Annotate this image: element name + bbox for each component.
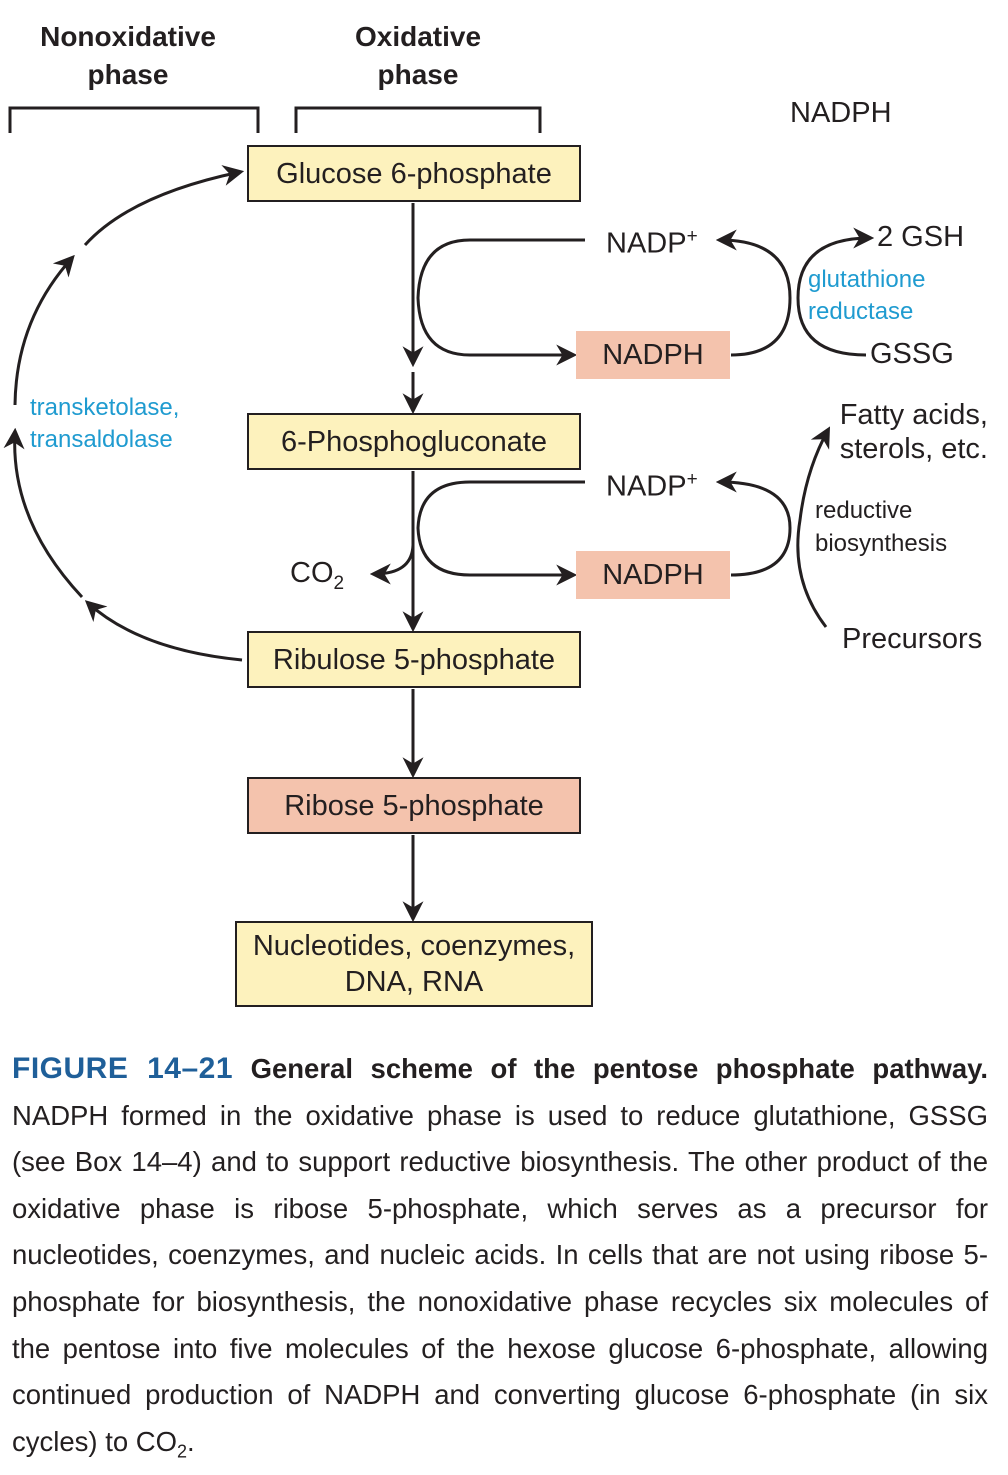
nonoxidative-heading-line2: phase bbox=[87, 59, 169, 90]
nonoxidative-heading-line1: Nonoxidative bbox=[40, 21, 216, 52]
nadph-label-1: NADPH bbox=[602, 338, 704, 371]
glutathione-reductase-line1: glutathione bbox=[808, 266, 926, 293]
plus-sup-2: + bbox=[686, 469, 698, 490]
glucose-6-phosphate-label: Glucose 6-phosphate bbox=[276, 157, 552, 190]
gssg-to-gsh-curve bbox=[796, 227, 875, 357]
nadph-box-1: NADPH bbox=[576, 331, 730, 379]
recycle-arc-left bbox=[3, 427, 84, 599]
co2-label: CO2 bbox=[290, 556, 344, 601]
transketolase-transaldolase-label: transketolase, transaldolase bbox=[30, 392, 179, 456]
caption-co2-subscript: 2 bbox=[177, 1441, 188, 1462]
nonoxidative-bracket bbox=[8, 106, 260, 133]
precursor-to-fatty-curve bbox=[796, 426, 831, 628]
figure-title: General scheme of the pentose phosphate … bbox=[250, 1053, 989, 1084]
plus-sup-1: + bbox=[686, 226, 698, 247]
reductive-biosynthesis-line2: biosynthesis bbox=[815, 530, 948, 557]
co2-subscript: 2 bbox=[333, 572, 345, 594]
nadp-text-2: NADP bbox=[606, 470, 687, 503]
glutathione-reductase-line2: reductase bbox=[808, 298, 914, 325]
fatty-acids-line1: Fatty acids, bbox=[839, 399, 988, 431]
ribulose-5-phosphate-box: Ribulose 5-phosphate bbox=[247, 631, 581, 688]
recycle-arc-upper bbox=[13, 254, 75, 406]
nadph-header: NADPH bbox=[790, 97, 892, 129]
transaldolase-line: transaldolase bbox=[30, 426, 173, 453]
figure-label: FIGURE 14–21 bbox=[12, 1052, 234, 1085]
products-box: Nucleotides, coenzymes, DNA, RNA bbox=[235, 921, 593, 1007]
nadp-plus-label-1: NADP+ bbox=[606, 220, 698, 261]
oxidative-heading-line2: phase bbox=[377, 59, 459, 90]
loop-nadp-2 bbox=[416, 480, 585, 586]
ribose-5-phosphate-label: Ribose 5-phosphate bbox=[284, 789, 544, 822]
nadph-to-nadp-curve-1 bbox=[715, 229, 792, 357]
recycle-arc-lower bbox=[84, 600, 243, 662]
nadp-text-1: NADP bbox=[606, 227, 687, 260]
caption-body: NADPH formed in the oxidative phase is u… bbox=[12, 1099, 988, 1457]
nadph-to-nadp-curve-2 bbox=[715, 471, 792, 577]
nadph-box-2: NADPH bbox=[576, 551, 730, 599]
arrow-co2 bbox=[369, 544, 415, 585]
transketolase-line: transketolase, bbox=[30, 394, 180, 421]
gssg-label: GSSG bbox=[870, 338, 954, 370]
nadph-label-2: NADPH bbox=[602, 558, 704, 591]
oxidative-heading-line1: Oxidative bbox=[354, 21, 482, 52]
pathway-arrows bbox=[3, 106, 875, 923]
products-line1: Nucleotides, coenzymes, bbox=[252, 930, 576, 962]
recycle-arc-top bbox=[83, 165, 245, 247]
ribose-5-phosphate-box: Ribose 5-phosphate bbox=[247, 777, 581, 834]
fatty-acids-line2: sterols, etc. bbox=[839, 433, 988, 465]
reductive-biosynthesis-line1: reductive bbox=[815, 497, 913, 524]
gsh-label: 2 GSH bbox=[877, 221, 965, 253]
reductive-biosynthesis-label: reductive biosynthesis bbox=[815, 494, 947, 560]
oxidative-phase-heading: Oxidative phase bbox=[308, 18, 528, 94]
nadp-plus-label-2: NADP+ bbox=[606, 463, 698, 504]
glucose-6-phosphate-box: Glucose 6-phosphate bbox=[247, 145, 581, 202]
co2-text: CO bbox=[290, 557, 334, 589]
oxidative-bracket bbox=[294, 106, 542, 133]
glutathione-reductase-label: glutathione reductase bbox=[808, 264, 925, 328]
6-phosphogluconate-box: 6-Phosphogluconate bbox=[247, 413, 581, 470]
6-phosphogluconate-label: 6-Phosphogluconate bbox=[280, 425, 548, 458]
caption-period: . bbox=[187, 1425, 195, 1457]
fatty-acids-label: Fatty acids, sterols, etc. bbox=[836, 398, 988, 466]
loop-nadp-1 bbox=[416, 238, 585, 366]
products-line2: DNA, RNA bbox=[344, 966, 484, 998]
precursors-label: Precursors bbox=[842, 623, 983, 655]
figure-caption: FIGURE 14–21 General scheme of the pento… bbox=[12, 1046, 988, 1475]
ribulose-5-phosphate-label: Ribulose 5-phosphate bbox=[272, 643, 556, 676]
nonoxidative-phase-heading: Nonoxidative phase bbox=[18, 18, 238, 94]
